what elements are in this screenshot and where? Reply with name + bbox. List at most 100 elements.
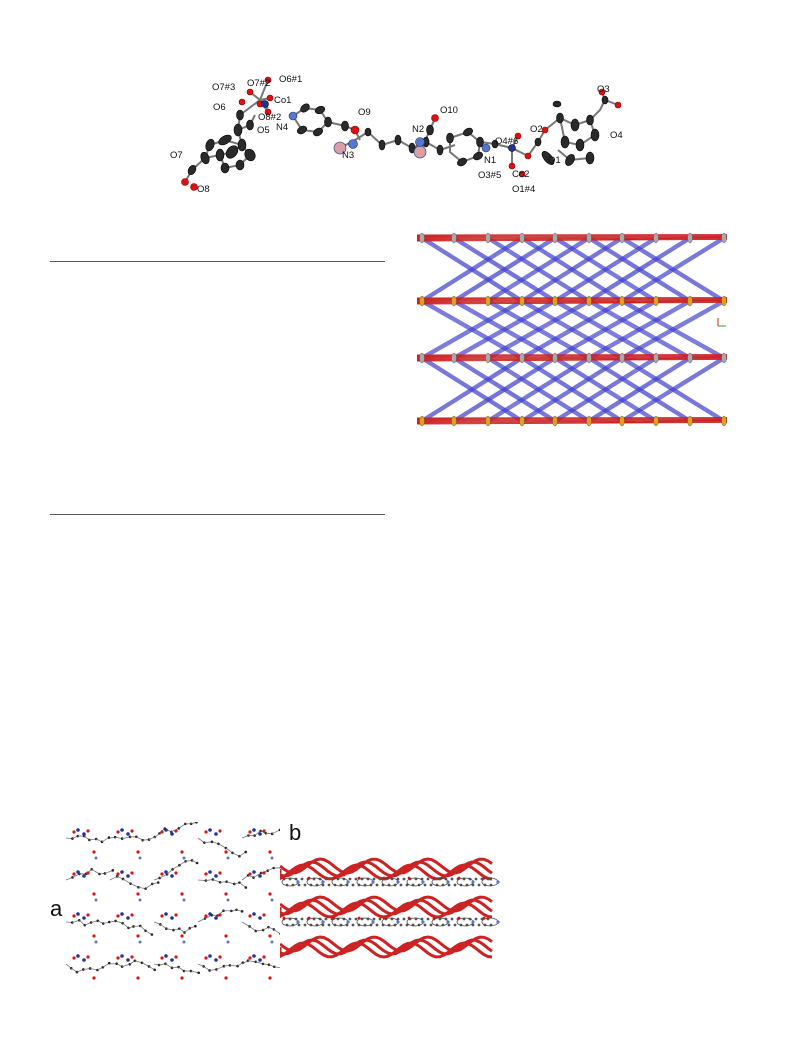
cobalt-atom [258,874,262,878]
linker-strand [421,359,523,424]
linker-atom [396,917,400,921]
linker-atom [375,923,379,927]
linker-atom [297,923,301,927]
cobalt-atom [120,912,124,916]
carbon-atom [218,880,222,884]
cobalt-atom [76,828,80,832]
linker-strand [554,239,657,304]
cobalt-atoms [261,100,516,152]
oxygen-atom [160,914,164,918]
linker-atom [447,883,451,887]
red-band [280,941,493,959]
carbon-atom [247,834,250,837]
oxygen-atom [204,872,208,876]
bond [122,836,131,839]
linker-strand [588,236,691,301]
oxygen-atom [382,876,386,880]
oxygen-atom [482,916,486,920]
linker-strand [621,359,725,424]
linker-strand [487,237,590,302]
layer-node [419,232,425,244]
cobalt-atom [76,870,80,874]
layer-strand [416,358,728,362]
linker-strand [621,298,725,357]
linker-strand [487,238,590,303]
oxygen-atom [92,850,96,854]
cobalt-atom [170,958,174,962]
bond [91,868,100,875]
linker-atom [429,883,433,887]
layer-node [419,415,425,427]
bond [239,882,247,888]
linker-strand [487,358,590,423]
bond [130,883,139,888]
oxygen-atom [432,876,436,880]
bond [274,966,280,968]
layer-node [721,352,727,364]
oxygen-atom [332,876,336,880]
carbon-atom [184,859,187,863]
oxygen-atom [307,876,311,880]
linker-strand [554,355,657,420]
oxygen-atom [130,871,134,875]
linker-strand [453,301,556,360]
linker-atom [423,923,427,927]
linker-strand [521,356,623,421]
oxygen-atom [218,871,222,875]
linker-strand [521,302,623,361]
cobalt-atom [170,916,174,920]
linker-strand [588,301,691,360]
nitrogen-atom [270,856,274,860]
layer-node [653,295,659,307]
nitrogen-atom [396,920,400,924]
oxygen-atom [262,913,266,917]
linker-atom [471,923,475,927]
linker-strand [453,239,556,304]
carbon-atom [244,850,248,854]
linker-strand [521,358,623,423]
label-O4: O4 [610,130,623,141]
linker-strand [453,356,556,421]
linker-strand [588,235,691,300]
layer-strand [416,301,728,304]
linker-atom [399,923,403,927]
bond [72,873,80,878]
layer-strand [416,236,728,239]
cobalt-atom [126,832,130,836]
oxygen-atom [130,955,134,959]
layer-node [519,415,525,427]
layer-node [485,232,491,244]
layer-node [419,352,425,364]
nitrogen-atom [471,920,475,924]
oxygen-atom [136,850,140,854]
oxygen-atom [136,934,140,938]
carbon-atom [195,861,199,865]
bond [178,823,186,829]
layer-node [552,352,558,364]
linker-strand [521,301,623,360]
layer-strand [416,355,728,358]
oxygen-atom [204,830,208,834]
carbon-atom [194,924,197,928]
linker-strand [421,301,523,360]
cobalt-atom [164,870,168,874]
cobalt-atom [214,874,218,878]
oxygen-atom [282,916,286,920]
nitrogen-atom [94,898,98,902]
molecule-figure: O7#3 O7#2 O6#1 Co1 O6 O8#2 O5 N4 O9 N3 O… [170,74,623,195]
layer-strand [416,300,728,303]
oxygen-atoms [181,76,622,191]
label-O9: O9 [358,107,371,118]
linker-strand [421,355,523,420]
nitrogen-atom [226,940,230,944]
linker-atom [423,883,427,887]
linker-strand [554,236,657,301]
carbon-atom [132,925,135,928]
oxygen-atom [160,872,164,876]
carbon-atom [156,881,160,884]
linker-strand [421,302,523,361]
linker-strand [421,300,523,359]
carbon-atom [189,969,193,973]
bond [197,837,205,843]
oxygen-atom [268,934,272,938]
